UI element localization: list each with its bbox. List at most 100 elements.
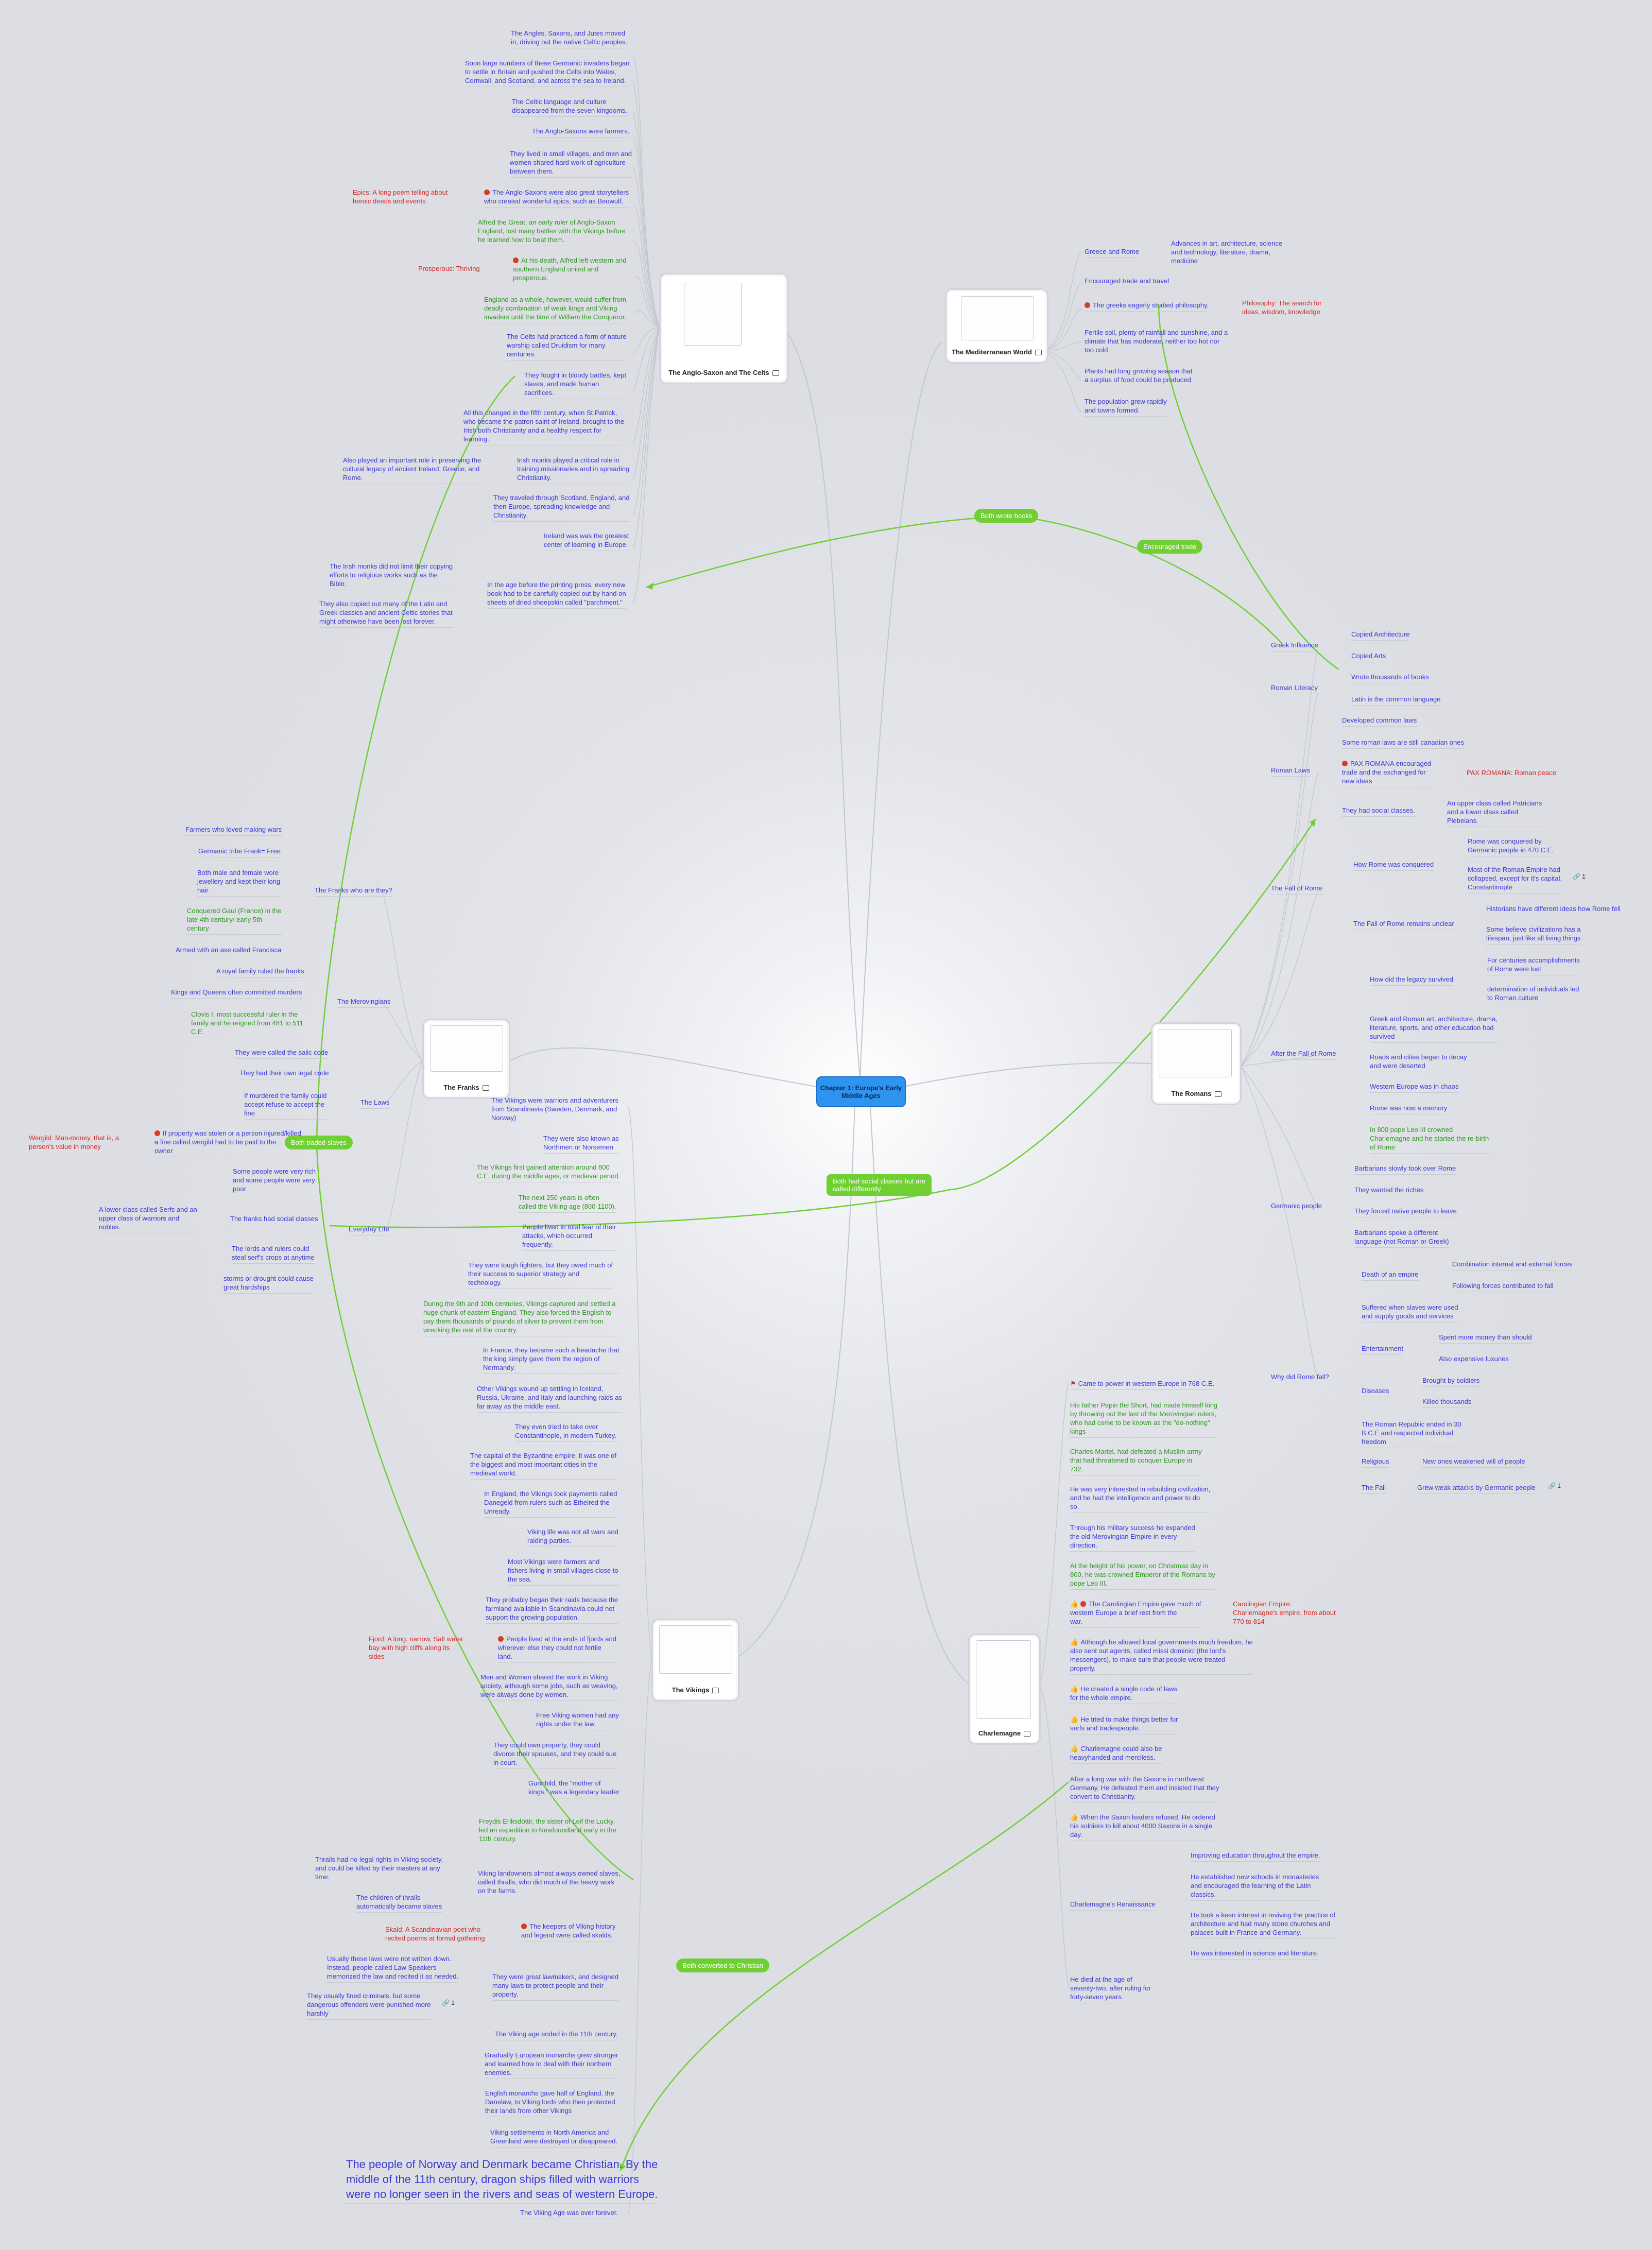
topic[interactable]: The people of Norway and Denmark became …: [346, 2157, 658, 2204]
topic-card-anglo-saxon[interactable]: The Anglo-Saxon and The Celts: [659, 273, 788, 384]
topic[interactable]: Charles Martel, had defeated a Muslim ar…: [1070, 1447, 1202, 1475]
topic[interactable]: Everyday Life: [349, 1225, 389, 1235]
topic-card-vikings[interactable]: The Vikings: [651, 1619, 739, 1702]
topic[interactable]: Alfred the Great, an early ruler of Angl…: [478, 218, 626, 246]
topic[interactable]: The greeks eagerly studied philosophy.: [1085, 301, 1209, 312]
topic[interactable]: The Celts had practiced a form of nature…: [507, 332, 627, 360]
topic[interactable]: Latin is the common language: [1351, 695, 1441, 706]
topic[interactable]: Viking settlements in North America and …: [490, 2128, 618, 2148]
topic[interactable]: Thralls had no legal rights in Viking so…: [315, 1855, 443, 1883]
topic[interactable]: Advances in art, architecture, science a…: [1171, 239, 1283, 267]
topic[interactable]: At the height of his power, on Christmas…: [1070, 1561, 1215, 1590]
topic[interactable]: People lived in total fear of their atta…: [522, 1223, 616, 1251]
topic-card-charlemagne[interactable]: Charlemagne: [968, 1634, 1041, 1745]
topic[interactable]: The lords and rulers could steal serf's …: [232, 1244, 315, 1264]
topic[interactable]: Some believe civilizations has a lifespa…: [1486, 925, 1581, 944]
topic[interactable]: Improving education throughout the empir…: [1191, 1851, 1320, 1862]
topic[interactable]: The franks had social classes: [230, 1214, 318, 1225]
topic-card-franks[interactable]: The Franks: [422, 1019, 510, 1099]
topic[interactable]: ⚑Came to power in western Europe in 768 …: [1070, 1379, 1215, 1390]
topic[interactable]: Also expensive luxuries: [1439, 1354, 1509, 1365]
topic[interactable]: The Vikings first gained attention aroun…: [477, 1163, 621, 1182]
topic[interactable]: Copied Architecture: [1351, 630, 1410, 641]
topic[interactable]: They were tough fighters, but they owed …: [468, 1261, 613, 1289]
topic[interactable]: Grew weak attacks by Germanic people: [1417, 1483, 1536, 1494]
topic[interactable]: They also copied out many of the Latin a…: [319, 599, 453, 628]
topic[interactable]: Men and Women shared the work in Viking …: [480, 1673, 618, 1701]
topic[interactable]: If property was stolen or a person injur…: [154, 1129, 301, 1157]
topic[interactable]: His father Pepin the Short, had made him…: [1070, 1401, 1218, 1438]
topic[interactable]: Irish monks played a critical role in tr…: [517, 456, 630, 484]
topic[interactable]: They forced native people to leave: [1354, 1207, 1457, 1217]
topic[interactable]: The children of thralls automatically be…: [356, 1893, 442, 1913]
topic[interactable]: Germanic tribe Frank= Free: [198, 847, 281, 857]
topic[interactable]: The Fall of Rome remains unclear: [1353, 919, 1454, 930]
topic[interactable]: They were also known as Northmen or Nors…: [543, 1134, 619, 1154]
topic[interactable]: Viking landowners almost always owned sl…: [478, 1869, 621, 1897]
topic[interactable]: After a long war with the Saxons in nort…: [1070, 1775, 1219, 1803]
topic[interactable]: He was very interested in rebuilding civ…: [1070, 1485, 1211, 1513]
topic[interactable]: Copied Arts: [1351, 651, 1386, 662]
topic[interactable]: People lived at the ends of fjords and w…: [498, 1635, 616, 1663]
topic[interactable]: He established new schools in monasterie…: [1191, 1873, 1319, 1901]
topic[interactable]: Other Vikings wound up settling in Icela…: [477, 1384, 622, 1413]
topic[interactable]: They had their own legal code: [239, 1069, 329, 1079]
relationship-label[interactable]: Both converted to Christian: [676, 1959, 769, 1972]
topic[interactable]: The next 250 years is often called the V…: [519, 1193, 616, 1213]
topic[interactable]: They traveled through Scotland, England,…: [493, 493, 630, 522]
topic[interactable]: In France, they became such a headache t…: [483, 1346, 620, 1374]
topic[interactable]: He died at the age of seventy-two, after…: [1070, 1975, 1151, 2003]
topic[interactable]: The keepers of Viking history and legend…: [521, 1922, 616, 1942]
topic[interactable]: They fought in bloody battles, kept slav…: [524, 371, 627, 399]
topic[interactable]: Encouraged trade and travel: [1085, 277, 1169, 287]
topic[interactable]: They had social classes.: [1342, 806, 1415, 817]
topic[interactable]: determination of individuals led to Roma…: [1487, 985, 1579, 1004]
topic[interactable]: Both male and female wore jewellery and …: [197, 868, 281, 897]
topic[interactable]: Western Europe was in chaos: [1370, 1082, 1459, 1093]
topic[interactable]: Conquered Gaul (France) in the late 4th …: [187, 906, 282, 935]
topic[interactable]: He was interested in science and literat…: [1191, 1949, 1319, 1960]
topic[interactable]: They lived in small villages, and men an…: [510, 149, 632, 178]
topic[interactable]: Germanic people: [1271, 1201, 1322, 1212]
topic[interactable]: Wrote thousands of books: [1351, 673, 1429, 683]
topic[interactable]: During the 9th and 10th centuries, Vikin…: [423, 1299, 616, 1336]
topic[interactable]: Some people were very rich and some peop…: [233, 1167, 316, 1195]
topic[interactable]: 👍Although he allowed local governments m…: [1070, 1638, 1253, 1675]
topic[interactable]: The Roman Republic ended in 30 B.C.E and…: [1362, 1420, 1461, 1448]
topic[interactable]: Roads and cities began to decay and were…: [1370, 1053, 1467, 1072]
topic[interactable]: Most Vikings were farmers and fishers li…: [508, 1557, 618, 1586]
topic[interactable]: Through his military success he expanded…: [1070, 1523, 1195, 1552]
topic[interactable]: All this changed in the fifth century, w…: [463, 408, 625, 445]
topic[interactable]: Developed common laws: [1342, 716, 1417, 727]
topic[interactable]: Religious: [1362, 1457, 1389, 1468]
topic[interactable]: Ireland was was the greatest center of l…: [544, 531, 629, 551]
topic[interactable]: England as a whole, however, would suffe…: [484, 295, 627, 323]
topic[interactable]: English monarchs gave half of England, t…: [485, 2089, 615, 2117]
topic[interactable]: Freydis Eriksdottir, the sister of Leif …: [479, 1817, 616, 1845]
topic[interactable]: Historians have different ideas how Rome…: [1486, 904, 1621, 915]
topic[interactable]: 👍He tried to make things better for serf…: [1070, 1715, 1178, 1734]
note[interactable]: PAX ROMANA: Roman peace: [1467, 769, 1556, 777]
topic[interactable]: Suffered when slaves were used and suppl…: [1362, 1303, 1458, 1322]
topic[interactable]: They were great lawmakers, and designed …: [492, 1972, 618, 2001]
topic[interactable]: A royal family ruled the franks: [216, 967, 304, 977]
topic[interactable]: Also played an important role in preserv…: [343, 456, 481, 484]
topic[interactable]: At his death, Alfred left western and so…: [513, 256, 627, 284]
topic[interactable]: Spent more money than should: [1439, 1333, 1532, 1344]
topic[interactable]: The Celtic language and culture disappea…: [512, 97, 628, 117]
relationship-label[interactable]: Encouraged trade: [1137, 540, 1203, 554]
topic[interactable]: If murdered the family could accept refu…: [244, 1091, 327, 1120]
topic[interactable]: The Vikings were warriors and adventurer…: [491, 1096, 618, 1124]
topic[interactable]: Most of the Roman Empire had collapsed, …: [1468, 865, 1562, 894]
topic[interactable]: The capital of the Byzantine empire, it …: [470, 1451, 616, 1480]
topic[interactable]: He took a keen interest in reviving the …: [1191, 1911, 1336, 1939]
link-icon[interactable]: 🔗 1: [442, 1999, 455, 2006]
topic[interactable]: Killed thousands: [1422, 1397, 1472, 1408]
topic[interactable]: The Angles, Saxons, and Jutes moved in, …: [511, 29, 628, 48]
topic-card-romans[interactable]: The Romans: [1151, 1022, 1242, 1105]
topic[interactable]: In 800 pope Leo III crowned Charlemagne …: [1370, 1125, 1489, 1154]
topic[interactable]: An upper class called Patricians and a l…: [1447, 799, 1542, 827]
topic[interactable]: Roman Laws: [1271, 766, 1310, 777]
topic[interactable]: Roman Literacy: [1271, 683, 1318, 694]
topic[interactable]: The Franks who are they?: [315, 886, 393, 897]
